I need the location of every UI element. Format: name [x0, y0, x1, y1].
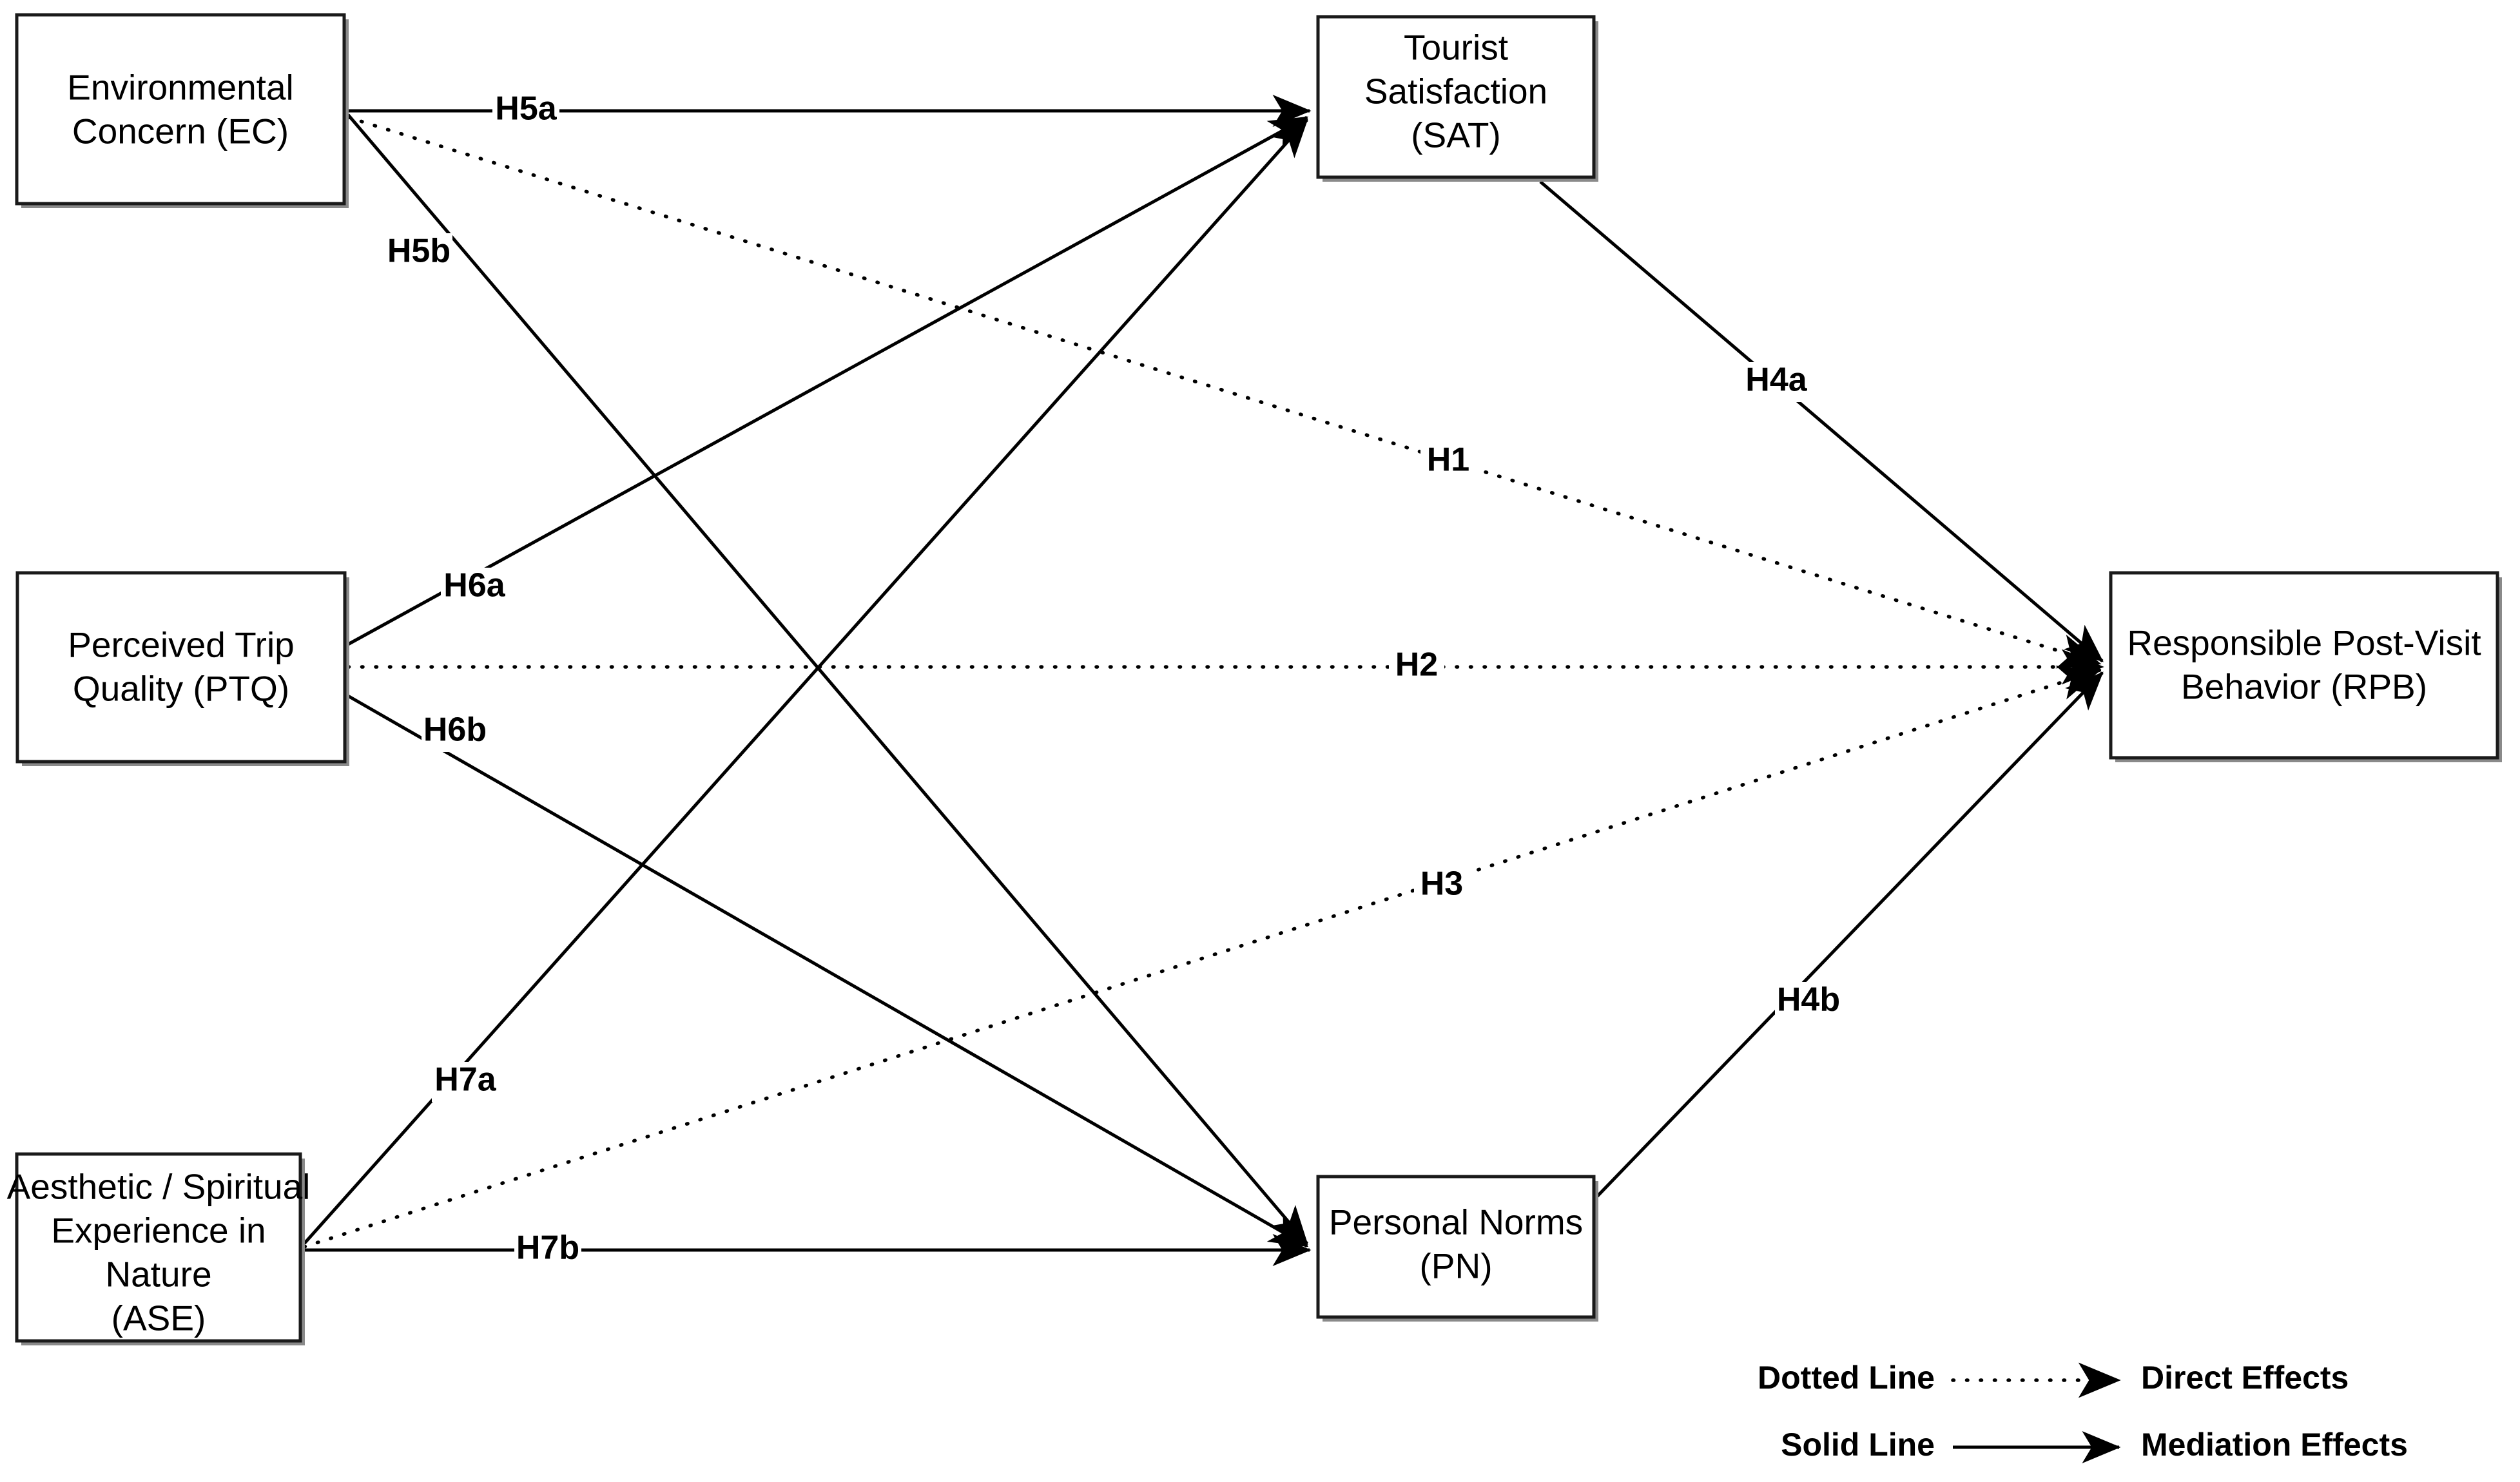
hyp-label-h5b: H5b — [387, 233, 451, 270]
ptq-label-line2: Quality (PTQ) — [73, 669, 289, 709]
path-h3 — [302, 666, 2102, 1249]
hyp-label-h4b: H4b — [1777, 981, 1840, 1019]
path-h4b-line — [1576, 671, 2104, 1218]
hyp-label-h1: H1 — [1427, 441, 1469, 479]
rpb-box-rect — [2109, 571, 2499, 760]
hyp-label-h3-group: H3 — [1414, 865, 1469, 906]
construct-box-ase[interactable]: Aesthetic / Spiritual Experience in Natu… — [7, 1152, 311, 1345]
h5b-label-bg — [385, 233, 452, 273]
ase-label-line4: (ASE) — [111, 1298, 206, 1338]
construct-box-pn[interactable]: Personal Norms (PN) — [1316, 1175, 1598, 1322]
path-h6a — [347, 115, 1309, 646]
hyp-label-h7a-group: H7a — [432, 1061, 499, 1102]
path-h1-line — [346, 115, 2102, 669]
hyp-label-h7a: H7a — [434, 1061, 496, 1099]
ase-box-rect — [15, 1152, 302, 1343]
legend-dotted-right-label: Direct Effects — [2141, 1360, 2349, 1396]
hyp-label-h4a: H4a — [1745, 361, 1807, 399]
h7a-label-bg — [432, 1062, 499, 1102]
ec-label-line1: Environmental — [67, 68, 294, 108]
h1-label-bg — [1420, 442, 1476, 482]
construct-box-rpb[interactable]: Responsible Post-Visit Behavior (RPB) — [2109, 571, 2502, 762]
path-h5b-line — [347, 113, 1308, 1245]
pn-label-line2: (PN) — [1419, 1246, 1492, 1286]
path-h4a-line — [1539, 180, 2104, 662]
hyp-label-h6a-group: H6a — [441, 567, 508, 608]
path-h6a-line — [347, 115, 1309, 646]
ase-label-line1: Aesthetic / Spiritual — [7, 1167, 311, 1207]
hyp-label-h5b-group: H5b — [385, 233, 452, 273]
construct-box-sat[interactable]: Tourist Satisfaction (SAT) — [1316, 15, 1598, 182]
path-h4a — [1539, 180, 2104, 662]
legend-solid-right-label: Mediation Effects — [2141, 1427, 2408, 1463]
h4b-label-bg — [1775, 982, 1842, 1022]
ase-label-line3: Nature — [105, 1255, 211, 1294]
pn-box-rect — [1316, 1175, 1596, 1319]
hyp-label-h4a-group: H4a — [1743, 361, 1810, 402]
pn-label-line1: Personal Norms — [1329, 1202, 1583, 1242]
hyp-label-h1-group: H1 — [1420, 441, 1476, 482]
legend: Dotted Line Direct Effects Solid Line Me… — [1758, 1360, 2408, 1463]
path-h1 — [346, 115, 2102, 669]
sat-label-line1: Tourist — [1404, 28, 1508, 68]
hyp-label-h6b-group: H6b — [422, 711, 489, 752]
rpb-label-line1: Responsible Post-Visit — [2127, 623, 2481, 663]
sat-label-line3: (SAT) — [1411, 115, 1501, 155]
legend-solid-left-label: Solid Line — [1781, 1427, 1935, 1463]
ec-label-line2: Concern (EC) — [72, 111, 289, 151]
hyp-label-h5a-group: H5a — [492, 90, 559, 130]
hyp-label-h5a: H5a — [495, 90, 557, 128]
h6a-label-bg — [441, 568, 508, 608]
hyp-label-h3: H3 — [1420, 865, 1463, 903]
hyp-label-h6b: H6b — [423, 711, 487, 749]
path-h6b-line — [347, 694, 1309, 1248]
hyp-label-h2-group: H2 — [1389, 646, 1444, 687]
h5a-label-bg — [492, 90, 559, 130]
sat-box-rect — [1316, 15, 1596, 179]
h6b-label-bg — [422, 712, 489, 752]
construct-box-ec[interactable]: Environmental Concern (EC) — [15, 13, 349, 208]
rpb-label-line2: Behavior (RPB) — [2181, 667, 2427, 707]
sat-label-line2: Satisfaction — [1364, 72, 1547, 111]
h2-label-bg — [1389, 647, 1444, 687]
hyp-label-h2: H2 — [1395, 646, 1438, 684]
legend-dotted-left-label: Dotted Line — [1758, 1360, 1935, 1396]
hyp-label-h6a: H6a — [443, 567, 505, 604]
legend-row-dotted: Dotted Line Direct Effects — [1758, 1360, 2349, 1398]
ec-box-rect — [15, 13, 346, 206]
h4a-label-bg — [1743, 362, 1810, 402]
path-h7a-line — [303, 119, 1308, 1245]
ptq-label-line1: Perceived Trip — [68, 625, 295, 665]
hyp-label-h7b-group: H7b — [514, 1229, 581, 1270]
path-h4b — [1576, 671, 2104, 1218]
h3-label-bg — [1414, 866, 1469, 906]
hyp-label-h4b-group: H4b — [1775, 981, 1842, 1022]
ase-label-line2: Experience in — [51, 1211, 266, 1251]
h7b-label-bg — [514, 1230, 581, 1270]
ptq-box-rect — [15, 571, 347, 764]
path-h6b — [347, 694, 1309, 1248]
construct-box-ptq[interactable]: Perceived Trip Quality (PTQ) — [15, 571, 349, 766]
hyp-label-h7b: H7b — [516, 1229, 579, 1267]
path-h5b — [347, 113, 1308, 1245]
path-h7a — [303, 119, 1308, 1245]
legend-row-solid: Solid Line Mediation Effects — [1781, 1427, 2408, 1463]
path-h3-line — [302, 666, 2102, 1249]
